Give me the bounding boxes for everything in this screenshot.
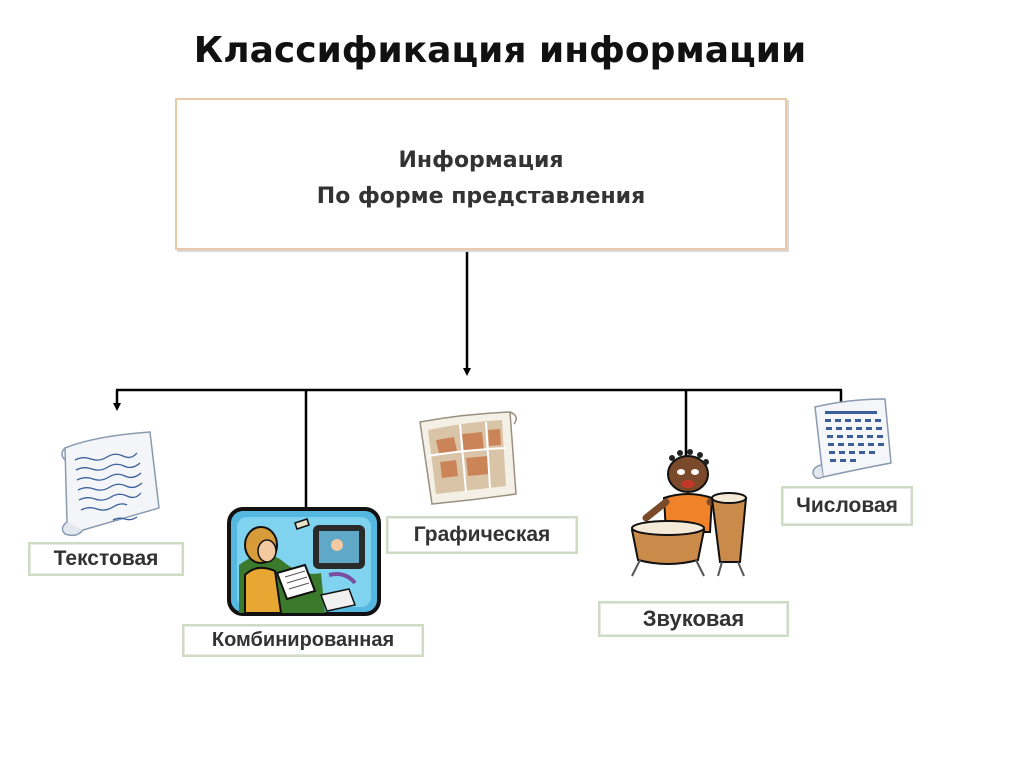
- root-node: Информация По форме представления: [175, 98, 787, 250]
- root-node-title: Информация: [398, 148, 564, 173]
- number-table-scroll-icon: [812, 398, 892, 480]
- person-at-computer-icon: [227, 507, 381, 616]
- category-numeric-label: Числовая: [781, 486, 913, 526]
- category-sound-label: Звуковая: [598, 601, 789, 637]
- category-text-label: Текстовая: [28, 542, 184, 576]
- category-graphic-label: Графическая: [386, 516, 578, 554]
- handwritten-letter-icon: [61, 431, 160, 537]
- map-scroll-icon: [419, 411, 517, 505]
- diagram-title: Классификация информации: [193, 30, 807, 71]
- root-node-subtitle: По форме представления: [316, 184, 646, 209]
- drummer-icon: [630, 449, 748, 577]
- category-combined-label: Комбинированная: [182, 624, 424, 657]
